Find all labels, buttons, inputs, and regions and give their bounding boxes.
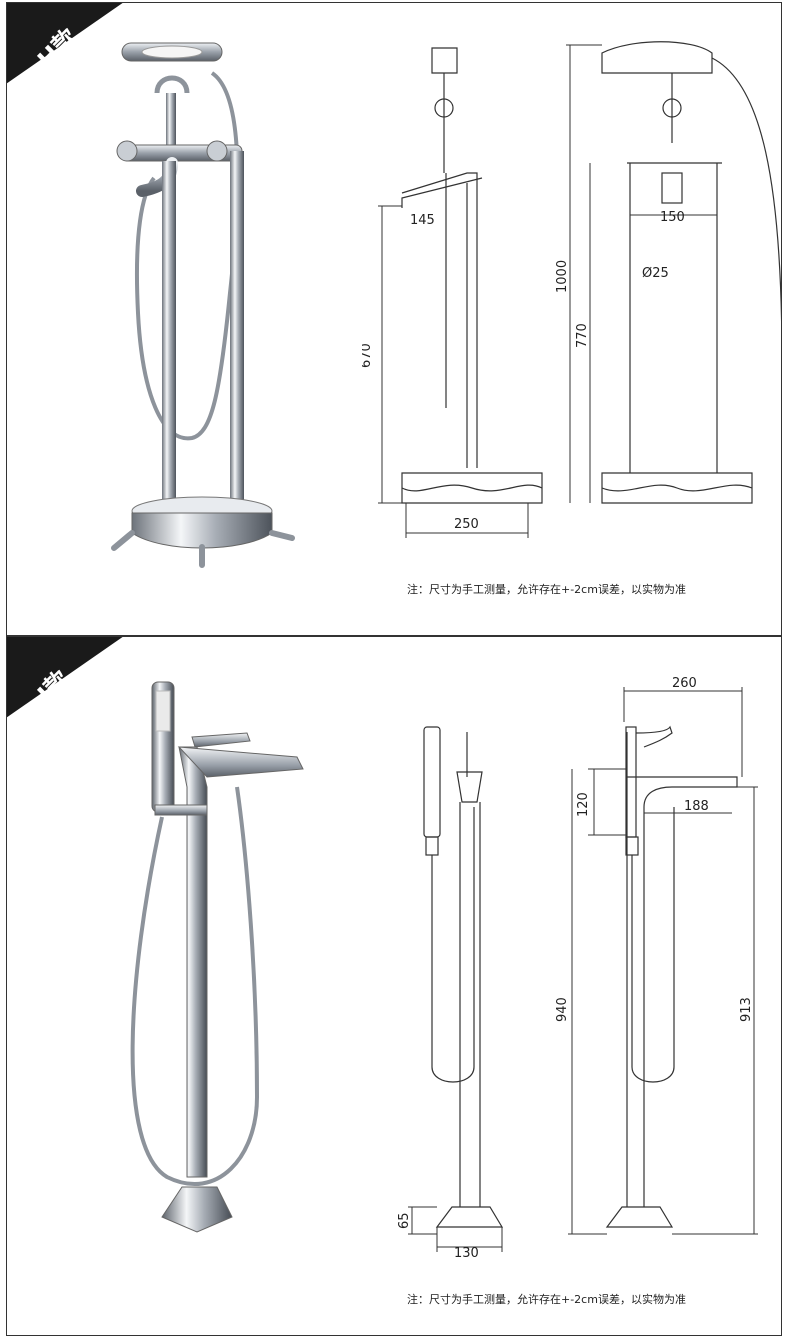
dim-total-height: 940 bbox=[555, 997, 570, 1022]
panel-j-model: J款 bbox=[6, 636, 782, 1336]
measurement-note: 注：尺寸为手工测量，允许存在+-2cm误差，以实物为准 bbox=[407, 583, 686, 596]
h-technical-drawing: 145 150 Ø25 670 1000 770 250 bbox=[362, 41, 781, 538]
dim-base-height: 65 bbox=[397, 1212, 412, 1229]
dim-spout-height: 670 bbox=[362, 343, 374, 368]
dim-spout-reach: 145 bbox=[410, 213, 435, 228]
dim-head-width: 260 bbox=[672, 677, 697, 691]
dim-total-height: 1000 bbox=[555, 260, 570, 293]
dim-spout-drop: 120 bbox=[576, 792, 591, 817]
model-badge: H款 bbox=[7, 3, 136, 132]
j-faucet-photo bbox=[130, 681, 304, 1233]
panel-h-model: H款 bbox=[6, 2, 782, 636]
measurement-note: 注：尺寸为手工测量，允许存在+-2cm误差，以实物为准 bbox=[407, 1293, 686, 1306]
model-badge: J款 bbox=[7, 637, 136, 766]
dim-handle-spacing: 150 bbox=[660, 210, 685, 225]
dim-column-height: 770 bbox=[575, 323, 590, 348]
h-faucet-photo bbox=[111, 42, 295, 568]
dim-pipe-diameter: Ø25 bbox=[642, 266, 669, 281]
j-technical-drawing: 260 120 188 940 913 65 130 bbox=[397, 677, 758, 1261]
dim-base-width: 130 bbox=[454, 1246, 479, 1261]
dim-base-width: 250 bbox=[454, 517, 479, 532]
dim-spout-height: 913 bbox=[739, 997, 754, 1022]
dim-spout-reach: 188 bbox=[684, 799, 709, 814]
